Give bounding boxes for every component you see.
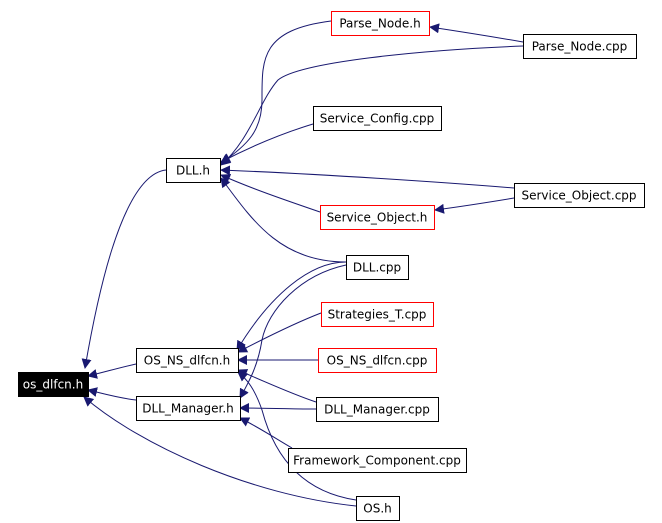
- node-label: OS_NS_dlfcn.h: [144, 354, 230, 368]
- node-box: [136, 396, 241, 421]
- node-box: [356, 496, 400, 521]
- node-box: [514, 183, 645, 208]
- node-label: Service_Object.h: [327, 211, 428, 225]
- edge-dll-h-to-os-dlfcn-h: [81, 169, 167, 369]
- edge-service-object-cpp-to-dll-h: [220, 165, 515, 189]
- node-label: Parse_Node.h: [339, 17, 420, 31]
- edge-dll-manager-h-to-os-dlfcn-h: [87, 387, 137, 401]
- node-label: DLL_Manager.cpp: [324, 403, 430, 417]
- edge-os-ns-dlfcn-h-to-os-dlfcn-h: [87, 363, 137, 379]
- edge-service-object-h-to-dll-h: [220, 174, 321, 213]
- edge-service-object-cpp-to-service-object-h: [434, 197, 515, 214]
- edge-strategies-t-cpp-to-os-ns-dlfcn-h: [237, 312, 322, 353]
- node-dll-cpp[interactable]: DLL.cpp: [346, 255, 409, 280]
- node-label: OS_NS_dlfcn.cpp: [327, 354, 428, 368]
- edge-framework-component-cpp-to-dll-manager-h: [239, 417, 293, 449]
- node-box: [136, 348, 239, 373]
- node-service-object-cpp[interactable]: Service_Object.cpp: [514, 183, 645, 208]
- node-box: [316, 397, 439, 422]
- node-parse-node-cpp[interactable]: Parse_Node.cpp: [523, 34, 637, 59]
- edge-dll-cpp-to-os-ns-dlfcn-h: [236, 261, 347, 351]
- node-label: DLL.cpp: [353, 261, 401, 275]
- node-label: Framework_Component.cpp: [293, 454, 461, 468]
- node-dll-manager-cpp[interactable]: DLL_Manager.cpp: [316, 397, 439, 422]
- node-service-config-cpp[interactable]: Service_Config.cpp: [313, 106, 442, 131]
- edge-dll-manager-cpp-to-os-ns-dlfcn-h: [237, 369, 317, 403]
- node-service-object-h[interactable]: Service_Object.h: [320, 205, 435, 230]
- edge-parse-node-cpp-to-dll-h: [220, 45, 524, 166]
- node-box: [321, 302, 434, 327]
- node-label: Parse_Node.cpp: [532, 40, 628, 54]
- node-parse-node-h[interactable]: Parse_Node.h: [331, 11, 430, 36]
- node-box: [523, 34, 637, 59]
- edge-parse-node-cpp-to-parse-node-h: [429, 23, 524, 43]
- node-os-ns-dlfcn-h[interactable]: OS_NS_dlfcn.h: [136, 348, 239, 373]
- node-dll-manager-h[interactable]: DLL_Manager.h: [136, 396, 241, 421]
- node-box: [288, 448, 467, 473]
- node-label: DLL.h: [176, 164, 210, 178]
- node-framework-component-cpp[interactable]: Framework_Component.cpp: [288, 448, 467, 473]
- node-strategies-t-cpp[interactable]: Strategies_T.cpp: [321, 302, 434, 327]
- edge-dll-cpp-to-dll-manager-h: [239, 264, 347, 399]
- node-label: OS.h: [363, 502, 391, 516]
- edge-os-h-to-os-dlfcn-h: [83, 396, 357, 507]
- node-label: Strategies_T.cpp: [328, 308, 427, 322]
- edge-dll-cpp-to-dll-h: [220, 177, 347, 263]
- node-box: [18, 372, 89, 397]
- edge-os-h-to-os-ns-dlfcn-h: [237, 371, 357, 501]
- node-box: [166, 158, 221, 183]
- edges-layer: [81, 20, 524, 507]
- node-label: Service_Config.cpp: [320, 112, 435, 126]
- node-box: [331, 11, 430, 36]
- nodes-layer: os_dlfcn.h DLL.hOS_NS_dlfcn.hDLL_Manager.…: [18, 11, 645, 521]
- node-os-ns-dlfcn-cpp[interactable]: OS_NS_dlfcn.cpp: [318, 348, 437, 373]
- node-box: [313, 106, 442, 131]
- node-box: [346, 255, 409, 280]
- node-box: [318, 348, 437, 373]
- edge-dll-manager-cpp-to-dll-manager-h: [239, 403, 317, 414]
- node-label: DLL_Manager.h: [142, 402, 234, 416]
- node-dll-h[interactable]: DLL.h: [166, 158, 221, 183]
- node-os-h[interactable]: OS.h: [356, 496, 400, 521]
- node-box: [320, 205, 435, 230]
- edge-parse-node-h-to-dll-h: [220, 20, 332, 164]
- node-label: Service_Object.cpp: [521, 189, 636, 203]
- node-os-dlfcn-h[interactable]: os_dlfcn.h: [18, 372, 89, 397]
- node-label: os_dlfcn.h: [23, 378, 83, 392]
- edge-service-config-cpp-to-dll-h: [220, 123, 314, 163]
